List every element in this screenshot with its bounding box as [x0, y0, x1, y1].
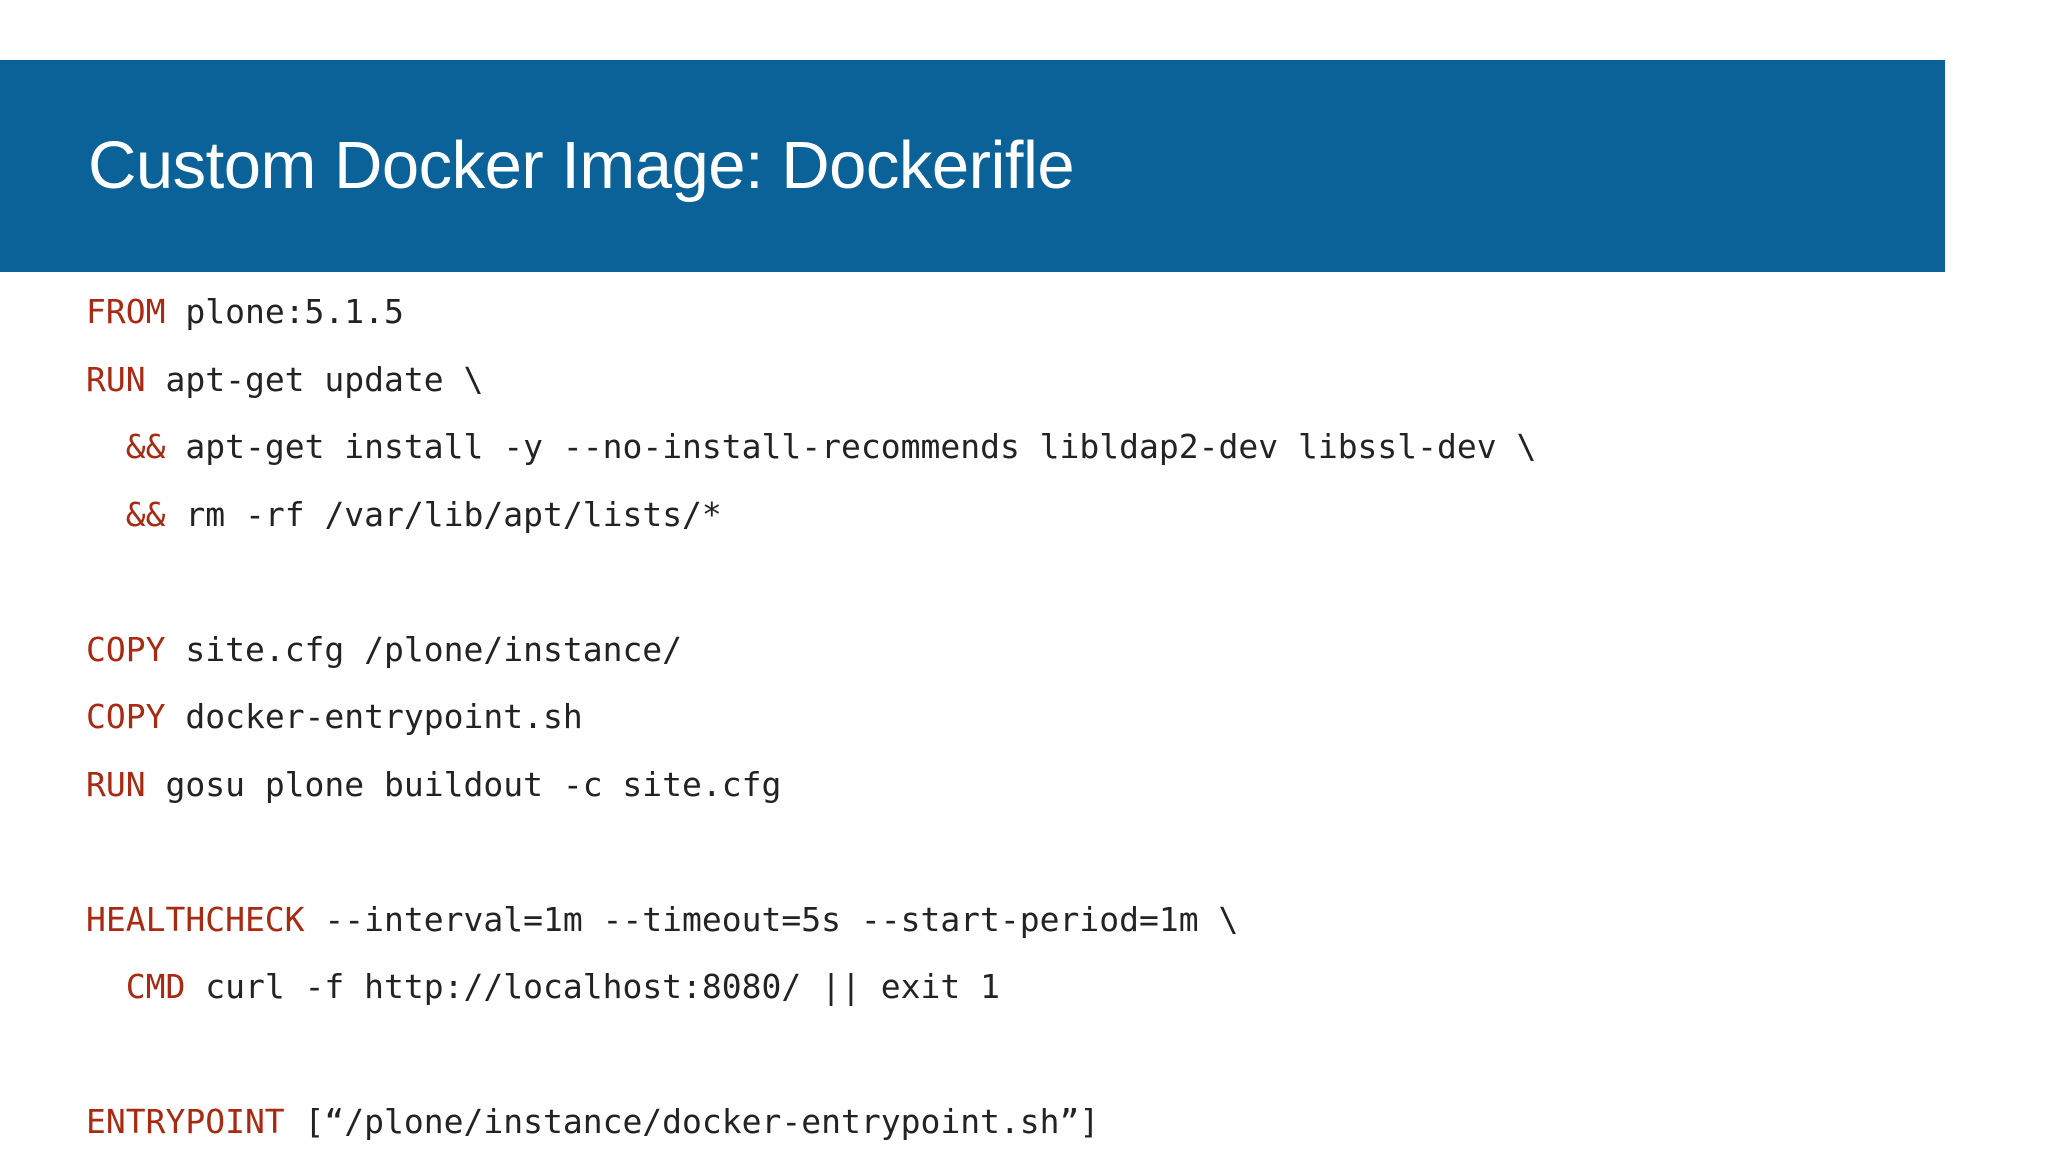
code-keyword: RUN — [86, 764, 146, 804]
code-text: curl -f http://localhost:8080/ || exit 1 — [185, 967, 1000, 1006]
title-banner: Custom Docker Image: Dockerifle — [0, 60, 1945, 272]
code-indent — [86, 967, 126, 1006]
code-text: apt-get install -y --no-install-recommen… — [165, 427, 1537, 466]
code-keyword: COPY — [86, 697, 166, 736]
code-line: RUN apt-get update \ — [86, 346, 1986, 414]
code-line: FROM plone:5.1.5 — [86, 278, 1986, 346]
code-line-blank — [86, 818, 1986, 886]
code-text: plone:5.1.5 — [165, 292, 404, 331]
code-text: --interval=1m --timeout=5s --start-perio… — [304, 899, 1239, 939]
code-line: CMD curl -f http://localhost:8080/ || ex… — [86, 953, 1986, 1021]
code-indent — [86, 427, 126, 466]
code-text: rm -rf /var/lib/apt/lists/* — [165, 494, 722, 534]
code-text: gosu plone buildout -c site.cfg — [145, 764, 782, 804]
code-keyword: CMD — [125, 967, 186, 1006]
code-line-blank — [86, 1021, 1986, 1089]
page-title: Custom Docker Image: Dockerifle — [88, 127, 1075, 203]
code-line: ENTRYPOINT [“/plone/instance/docker-entr… — [86, 1088, 1986, 1152]
code-text: apt-get update \ — [145, 359, 484, 399]
code-keyword: HEALTHCHECK — [86, 899, 305, 939]
code-text: site.cfg /plone/instance/ — [165, 629, 683, 669]
code-keyword: FROM — [86, 292, 166, 331]
code-text: docker-entrypoint.sh — [165, 697, 583, 736]
code-keyword: RUN — [86, 359, 146, 399]
code-line: RUN gosu plone buildout -c site.cfg — [86, 751, 1986, 819]
code-keyword: COPY — [86, 629, 166, 669]
code-line: COPY docker-entrypoint.sh — [86, 683, 1986, 751]
code-keyword: && — [125, 427, 166, 466]
code-line: && apt-get install -y --no-install-recom… — [86, 413, 1986, 481]
code-line: COPY site.cfg /plone/instance/ — [86, 616, 1986, 684]
code-line: && rm -rf /var/lib/apt/lists/* — [86, 481, 1986, 549]
code-text: [“/plone/instance/docker-entrypoint.sh”] — [284, 1102, 1100, 1141]
code-keyword: ENTRYPOINT — [86, 1102, 285, 1141]
code-line: HEALTHCHECK --interval=1m --timeout=5s -… — [86, 886, 1986, 954]
code-indent — [86, 495, 126, 534]
code-keyword: && — [125, 494, 166, 534]
code-line-blank — [86, 548, 1986, 616]
